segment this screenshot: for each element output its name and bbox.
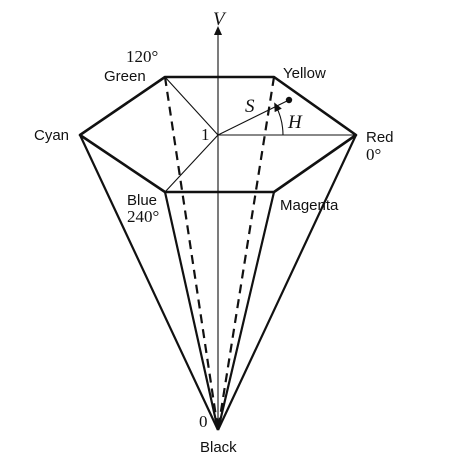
spoke-green-center (164, 76, 219, 136)
cone-edge-yellow-hidden (216, 76, 276, 431)
saturation-symbol: S (245, 96, 255, 117)
black-vertex-label: Black (200, 439, 237, 456)
green-angle-label: 120° (126, 47, 158, 66)
hue-arc (274, 102, 284, 136)
spoke-blue-center (164, 134, 219, 193)
blue-angle-label: 240° (127, 207, 159, 226)
magenta-vertex-label: Magenta (280, 197, 339, 214)
green-vertex-label: Green (104, 68, 146, 85)
red-vertex-label: Red (366, 129, 394, 146)
cyan-vertex-label: Cyan (34, 127, 69, 144)
cone-edge-red (217, 134, 357, 431)
cone-edge-magenta (216, 191, 276, 431)
cone-edge-cyan (79, 134, 219, 431)
bottom-value-label: 0 (199, 412, 208, 431)
sample-point (285, 96, 293, 104)
red-angle-label: 0° (366, 145, 381, 164)
blue-vertex-label: Blue (127, 192, 157, 209)
yellow-vertex-label: Yellow (283, 65, 326, 82)
cone-edge-blue (163, 191, 220, 431)
hue-symbol: H (287, 112, 303, 133)
top-value-label: 1 (201, 125, 210, 144)
cone-edge-green-hidden (163, 76, 220, 431)
v-axis-label: V (213, 9, 227, 30)
